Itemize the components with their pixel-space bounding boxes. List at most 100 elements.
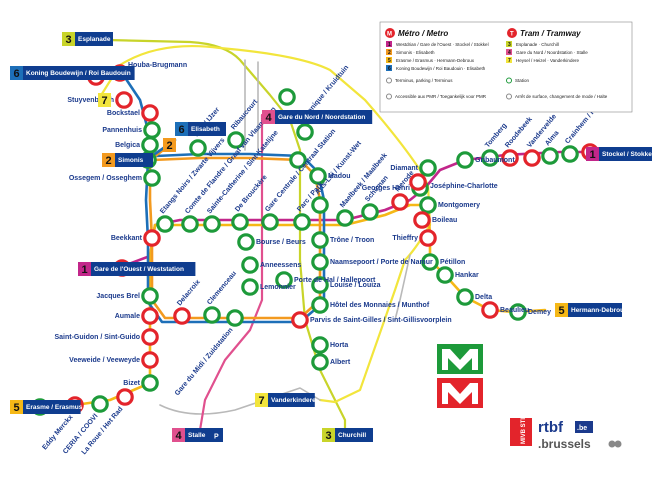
tram-ring [159,59,411,415]
station-parvis-de-saint-gilles-sint-gillisvoorplein[interactable] [291,311,309,329]
station-jacques-brel[interactable] [141,287,159,305]
station-bizet[interactable] [141,374,159,392]
station-diamant[interactable] [419,159,437,177]
station-label-alma: Alma [544,130,560,148]
terminus-name: Koning Boudewijn / Roi Baudouin [26,70,131,77]
station-beaulieu[interactable] [481,301,499,319]
station-boileau[interactable] [413,211,431,229]
station-montgomery[interactable] [419,196,437,214]
legend-metro-num: 1 [388,42,391,48]
station-sainte-catherine-sint-katelijne[interactable] [203,215,221,233]
station-label-aumale: Aumale [115,313,140,320]
station-veeweide-veeweyde[interactable] [141,351,159,369]
station-delta[interactable] [456,288,474,306]
station-gare-centrale-centraal-station[interactable] [261,213,279,231]
station-label-gare-du-midi-zuidstation: Gare du Midi / Zuidstation [174,327,235,397]
station-ceria-coovi[interactable] [91,395,109,413]
station-arts-loi-kunst-wet[interactable] [311,196,329,214]
station-louise-louiza[interactable] [311,276,329,294]
station-bockstael[interactable] [141,104,159,122]
station-la-roue-het-rad[interactable] [116,388,134,406]
station-demey[interactable] [509,303,527,321]
station-stuyvenbergh[interactable] [115,91,133,109]
station-aumale[interactable] [141,307,159,325]
station-maelbeek-maalbeek[interactable] [336,209,354,227]
station-hankar[interactable] [436,266,454,284]
tram-symbol-icon [507,28,517,38]
station-crainhem-kraainem[interactable] [561,145,579,163]
station-madou[interactable] [309,167,327,185]
line-badge-2-marker[interactable]: 2 [163,138,176,152]
line-number: 3 [326,430,332,442]
branding: MIVB STIB rtbf .be .brussels [510,413,622,451]
station-petillon[interactable] [421,253,439,271]
station-label-belgica: Belgica [115,142,140,149]
station-porte-de-hal-hallepoort[interactable] [275,271,293,289]
station-etangs-noirs-zwarte-vijvers[interactable] [156,215,174,233]
station-parc-park[interactable] [293,213,311,231]
station-beekkant[interactable] [143,229,161,247]
station-belgica[interactable] [141,136,159,154]
terminus-name-box [188,122,226,136]
station-roodebeek[interactable] [501,149,519,167]
station-yser-ijzer[interactable] [189,139,207,157]
station-schuman[interactable] [361,203,379,221]
station-horta[interactable] [311,336,329,354]
station-merode[interactable] [391,193,409,211]
station-clemenceau[interactable] [203,306,221,324]
station-ribaucourt[interactable] [227,131,245,149]
line-number-box [78,262,91,276]
station-gare-du-nord-noordstation[interactable] [278,88,296,106]
tram-4-line [198,113,264,432]
station-lemonnier[interactable] [241,278,259,296]
station-ossegem-osseghem[interactable] [143,169,161,187]
line-badge-7-marker[interactable]: 7 [98,93,111,107]
line-number-box [163,138,176,152]
station-label-hankar: Hankar [455,272,479,279]
station-pannenhuis[interactable] [143,121,161,139]
station-de-brouckere[interactable] [231,213,249,231]
station-gare-du-midi-zuidstation[interactable] [226,309,244,327]
station-label-gribaumont: Gribaumont [475,157,515,164]
station-vandervelde[interactable] [523,149,541,167]
station-label-boileau: Boileau [432,217,457,224]
legend-metro-swatch [386,65,392,71]
station-saint-guidon-sint-guido[interactable] [141,328,159,346]
station-alma[interactable] [541,147,559,165]
station-label-saint-guidon-sint-guido: Saint-Guidon / Sint-Guido [54,334,140,341]
station-josephine-charlotte[interactable] [409,173,427,191]
station-bourse-beurs[interactable] [237,233,255,251]
station-naamsepoort-porte-de-namur[interactable] [311,253,329,271]
legend-frame [379,21,633,113]
station-trone-troon[interactable] [311,231,329,249]
station-albert[interactable] [311,353,329,371]
station-tomberg[interactable] [481,149,499,167]
line-number: 1 [590,149,596,161]
legend-note-text: Arrêt de surface, changement de mode / H… [515,94,608,99]
station-hotel-des-monnaies-munthof[interactable] [311,296,329,314]
station-delacroix[interactable] [173,307,191,325]
legend-metro-swatch [386,41,392,47]
parking-icon-letter: P [214,434,219,441]
station-rogier[interactable] [289,151,307,169]
station-gribaumont[interactable] [456,151,474,169]
station-anneessens[interactable] [241,256,259,274]
station-thieffry[interactable] [419,229,437,247]
station-botanique-kruidtuin[interactable] [296,123,314,141]
be-badge-text: .be [577,425,587,432]
station-comte-de-flandre-graaf-van-vlaanderen[interactable] [181,215,199,233]
